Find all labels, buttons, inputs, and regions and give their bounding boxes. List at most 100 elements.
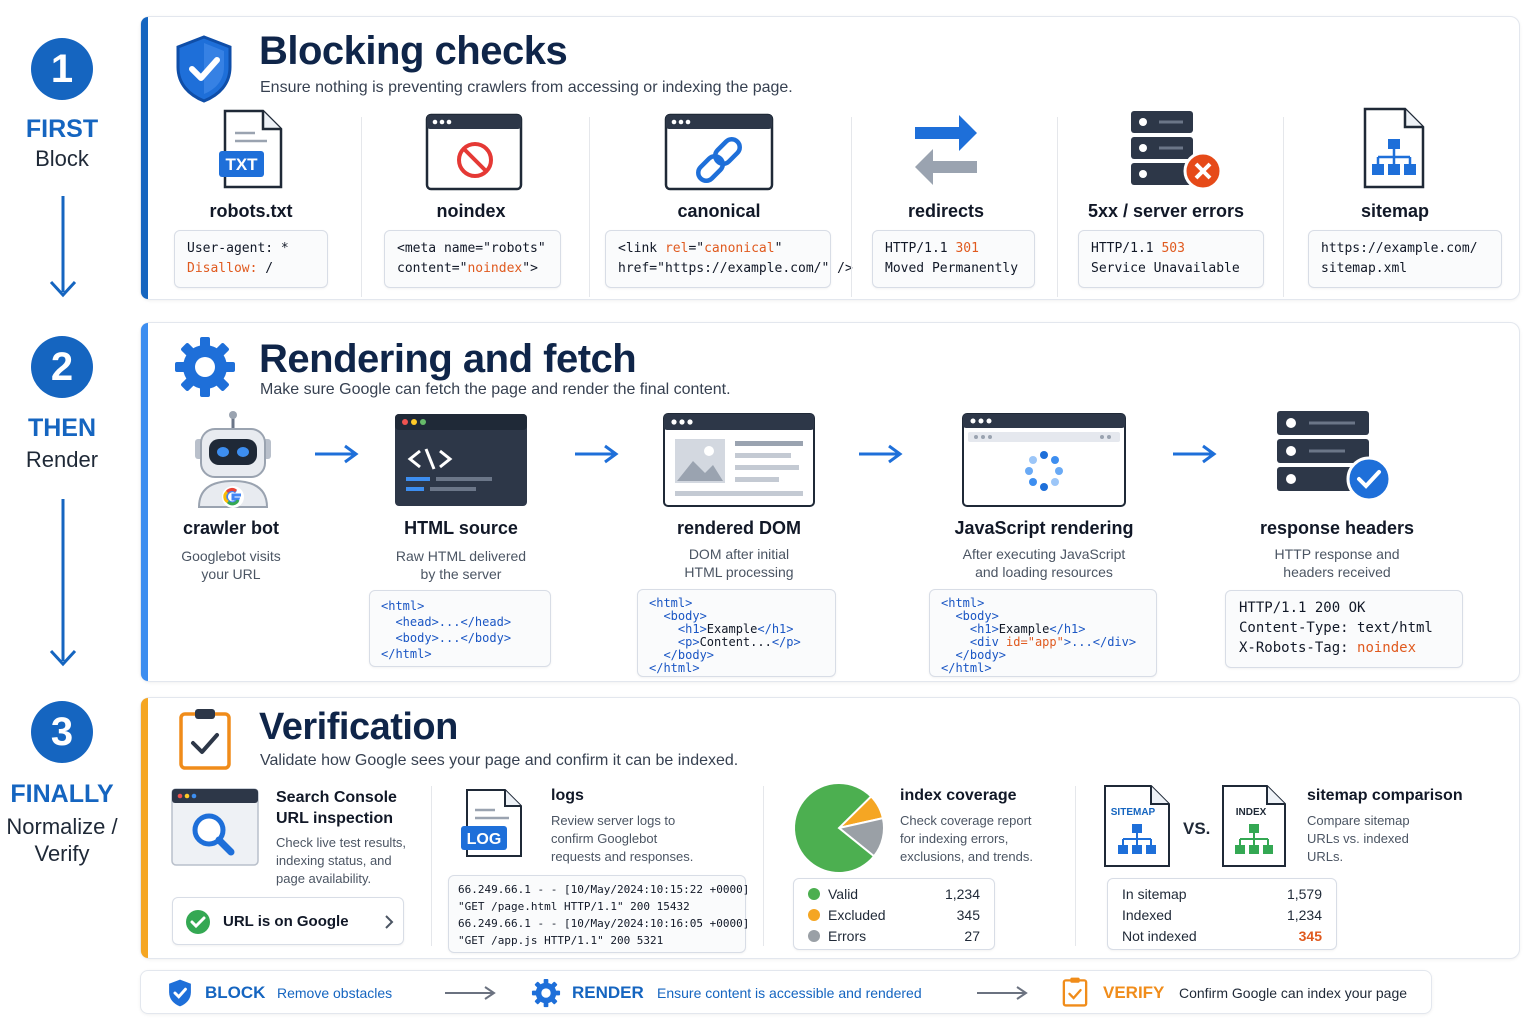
html-source-desc-1: Raw HTML delivered [395, 548, 527, 564]
footer-block-word: BLOCK [205, 983, 266, 1002]
index-coverage-pie [793, 781, 885, 874]
footer-render-desc: Ensure content is accessible and rendere… [657, 985, 922, 1001]
footer-block-desc: Remove obstacles [277, 985, 393, 1001]
search-console-title-2: URL inspection [276, 810, 394, 827]
redirects-label: redirects [907, 201, 985, 221]
section-desc: Make sure Google can fetch the page and … [260, 381, 731, 398]
server-errors-label: 5xx / server errors [1087, 201, 1245, 221]
html-source-desc-2: by the server [420, 566, 502, 582]
footer-arrow-1 [445, 986, 496, 1000]
verification-section: Verification Validate how Google sees yo… [140, 697, 1520, 959]
step-1-badge: 1 [31, 38, 93, 100]
rendered-dom-code: <html> <body> <h1>Example</h1> <p>Conten… [637, 589, 836, 677]
coverage-row-excluded: Excluded 345 [808, 907, 980, 927]
rendered-dom-title: rendered DOM [676, 518, 802, 538]
index-doc-icon: INDEX [1222, 785, 1286, 867]
sitemap-comparison-desc-3: URLs. [1307, 849, 1344, 864]
logs-desc-3: requests and responses. [551, 849, 694, 864]
js-rendering-desc-2: and loading resources [975, 564, 1113, 580]
index-coverage-desc-2: for indexing errors, [900, 831, 1009, 846]
canonical-code: <link rel="canonical" href="https://exam… [605, 230, 853, 288]
crawler-bot-title: crawler bot [182, 518, 280, 538]
flow-arrow-4 [1173, 444, 1217, 464]
coverage-row-valid: Valid 1,234 [808, 886, 980, 906]
green-check-icon [186, 910, 210, 934]
sitemap-doc-icon: SITEMAP [1104, 785, 1170, 867]
step-1-word: FIRST [25, 115, 99, 143]
log-file-icon: LOG [461, 789, 522, 857]
rendered-dom-desc-1: DOM after initial [688, 546, 790, 562]
chevron-right-icon [385, 915, 394, 929]
txt-badge-text: TXT [225, 155, 258, 174]
index-badge-text: INDEX [1236, 807, 1267, 818]
browser-link-icon [664, 113, 774, 191]
flow-arrow-1 [315, 444, 359, 464]
robots-txt-code: User-agent: * Disallow: / [174, 230, 328, 288]
sitemap-row-indexed: Indexed 1,234 [1122, 907, 1322, 923]
robots-txt-label: robots.txt [209, 201, 293, 221]
server-check-icon [1277, 411, 1391, 501]
sitemap-comparison-desc-2: URLs vs. indexed [1307, 831, 1409, 846]
section-title: Rendering and fetch [259, 337, 637, 381]
response-headers-title: response headers [1259, 518, 1415, 538]
url-is-on-google-button[interactable]: URL is on Google [172, 897, 404, 945]
sitemap-comparison-stats: In sitemap 1,579 Indexed 1,234 Not index… [1107, 878, 1337, 950]
sitemap-file-icon [1363, 107, 1425, 189]
step-2-word: THEN [27, 414, 97, 442]
logs-title: logs [551, 787, 584, 804]
sitemap-label: sitemap [1360, 201, 1430, 221]
crawler-bot-desc-1: Googlebot visits [181, 548, 281, 564]
js-rendering-desc-1: After executing JavaScript [962, 546, 1126, 562]
shield-check-icon [176, 35, 232, 103]
pie-slice-valid [793, 782, 876, 874]
gear-icon [175, 337, 235, 397]
search-console-desc-3: page availability. [276, 871, 372, 886]
logs-desc-1: Review server logs to [551, 813, 676, 828]
footer-verify-word: VERIFY [1103, 983, 1165, 1002]
index-coverage-stats: Valid 1,234 Excluded 345 Errors 27 [793, 878, 995, 950]
server-log-lines: 66.249.66.1 - - [10/May/2024:10:15:22 +0… [448, 875, 749, 953]
rendered-dom-desc-2: HTML processing [684, 564, 794, 580]
html-source-code: <html> <head>...</head> <body>...</body>… [369, 590, 551, 667]
coverage-row-errors: Errors 27 [808, 928, 980, 948]
robot-google-icon [195, 411, 271, 508]
index-coverage-desc-3: exclusions, and trends. [900, 849, 1033, 864]
code-window-icon [395, 414, 527, 506]
step-2-badge: 2 [31, 336, 93, 398]
crawler-bot-desc-2: your URL [201, 566, 261, 582]
index-coverage-desc-1: Check coverage report [900, 813, 1032, 828]
rendering-fetch-section: Rendering and fetch Make sure Google can… [140, 322, 1520, 682]
sitemap-comparison-title: sitemap comparison [1307, 787, 1463, 804]
footer-verify-desc: Confirm Google can index your page [1179, 985, 1408, 1001]
sitemap-comparison-desc-1: Compare sitemap [1307, 813, 1410, 828]
step-3-badge: 3 [31, 701, 93, 763]
noindex-label: noindex [436, 201, 506, 221]
search-console-title-1: Search Console [276, 789, 397, 806]
sitemap-badge-text: SITEMAP [1111, 807, 1156, 818]
section-title: Verification [259, 706, 458, 748]
canonical-label: canonical [677, 201, 761, 221]
clipboard-check-icon [1062, 977, 1088, 1007]
step-3-sub-line2: Verify [34, 841, 90, 866]
step-1-sub: Block [35, 146, 89, 171]
sitemap-code: https://example.com/ sitemap.xml [1308, 230, 1502, 288]
search-console-desc-1: Check live test results, [276, 835, 407, 850]
summary-footer: BLOCK Remove obstacles RENDER Ensure con… [140, 970, 1432, 1014]
step-3-sub-line1: Normalize / [6, 814, 118, 839]
html-source-title: HTML source [404, 518, 518, 538]
log-badge-text: LOG [467, 831, 502, 848]
shield-check-icon [169, 979, 191, 1007]
server-error-icon [1131, 111, 1223, 191]
footer-render-word: RENDER [572, 983, 644, 1002]
redirect-arrows-icon [915, 115, 977, 185]
browser-blocked-icon [425, 113, 523, 191]
magnifier-window-icon [171, 788, 259, 866]
step-3-word: FINALLY [10, 780, 114, 808]
flow-arrow-3 [859, 444, 903, 464]
loading-browser-icon [962, 413, 1126, 507]
server-errors-code: HTTP/1.1 503 Service Unavailable [1078, 230, 1264, 288]
section-title: Blocking checks [259, 29, 568, 73]
footer-arrow-2 [977, 986, 1028, 1000]
noindex-code: <meta name="robots" content="noindex"> [384, 230, 561, 288]
redirects-code: HTTP/1.1 301 Moved Permanently [872, 230, 1035, 288]
